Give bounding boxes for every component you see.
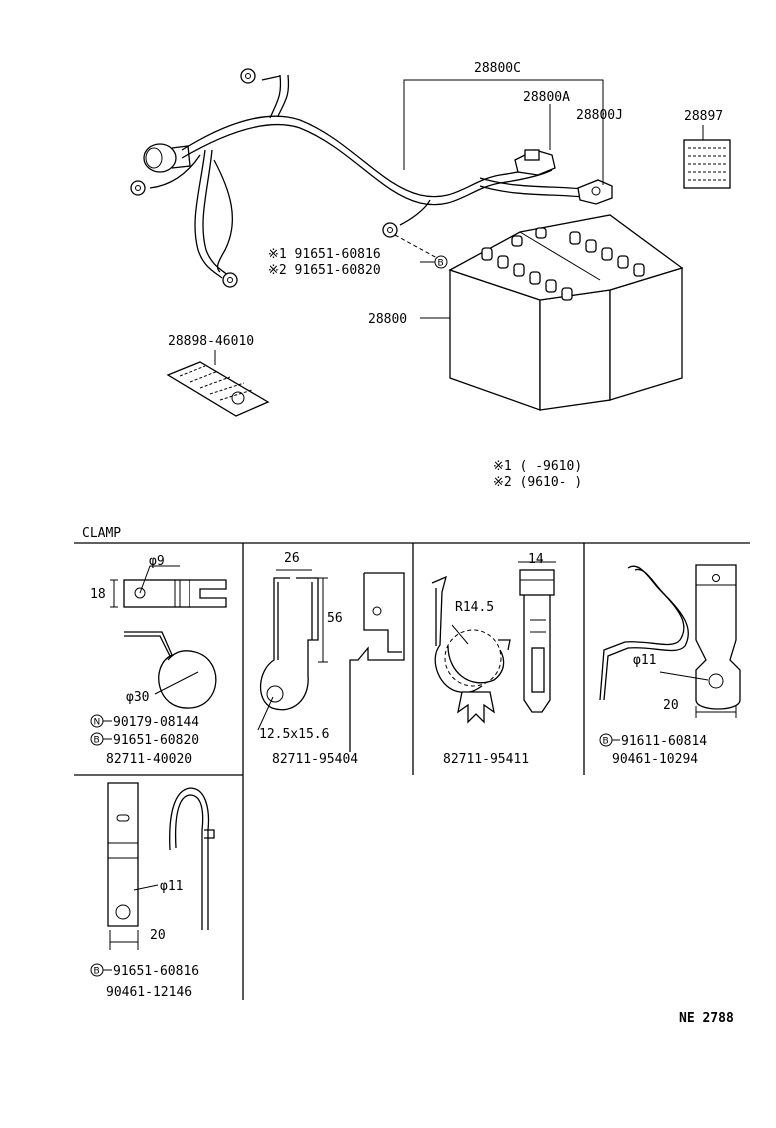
bolt-marker: B bbox=[438, 259, 444, 269]
label-28897-text: 28897 bbox=[684, 109, 723, 124]
clamp-40020-dim-18: 18 bbox=[90, 587, 106, 602]
harness-c-label: 28800C bbox=[474, 61, 521, 76]
clamp-95411-dim-r: R14.5 bbox=[455, 600, 494, 615]
clamp-95404-dim-hole: 12.5x15.6 bbox=[259, 727, 329, 742]
clamp-10294-drawing bbox=[599, 564, 741, 718]
clamp-40020-part-n: 90179-08144 bbox=[113, 715, 199, 730]
clamp-95404-drawing bbox=[257, 569, 405, 752]
clamp-12146-marker-b: B bbox=[94, 967, 100, 977]
harness-a-label: 28800A bbox=[523, 90, 570, 105]
battery-cable-harness bbox=[130, 68, 613, 288]
battery-icon bbox=[448, 214, 684, 411]
clamp-95411-dim-14: 14 bbox=[528, 552, 544, 567]
note-1-text: ※1 ( -9610) bbox=[493, 459, 582, 474]
clamp-40020-dim-phi30: φ30 bbox=[126, 690, 149, 705]
clamp-10294-marker-b: B bbox=[603, 737, 609, 747]
clamp-10294-dim-20: 20 bbox=[663, 698, 679, 713]
battery-label: 28800 bbox=[368, 312, 407, 327]
clamp-40020-marker-b: B bbox=[94, 736, 100, 746]
label-sheet-icon bbox=[166, 350, 270, 417]
harness-j-label: 28800J bbox=[576, 108, 623, 123]
caution-label-icon bbox=[683, 125, 731, 189]
clamp-95411-drawing bbox=[431, 561, 556, 724]
clamp-95404-dim-26: 26 bbox=[284, 551, 300, 566]
clamp-40020-dim-phi9: φ9 bbox=[149, 554, 165, 569]
clamp-40020-part-b: 91651-60820 bbox=[113, 733, 199, 748]
clamp-95411-main: 82711-95411 bbox=[443, 752, 529, 767]
bolt-1-label: ※1 91651-60816 bbox=[268, 247, 381, 262]
clamp-12146-dim-phi11: φ11 bbox=[160, 879, 183, 894]
note-2-text: ※2 (9610- ) bbox=[493, 475, 582, 490]
clamp-10294-part-b: 91611-60814 bbox=[621, 734, 707, 749]
clamp-95404-dim-56: 56 bbox=[327, 611, 343, 626]
drawing-code: NE 2788 bbox=[679, 1011, 734, 1026]
clamp-95404-main: 82711-95404 bbox=[272, 752, 358, 767]
clamp-12146-drawing bbox=[107, 782, 215, 950]
clamp-40020-drawing bbox=[110, 565, 227, 709]
clamp-10294-dim-phi11: φ11 bbox=[633, 653, 656, 668]
bolt-2-label: ※2 91651-60820 bbox=[268, 263, 381, 278]
clamp-40020-main: 82711-40020 bbox=[106, 752, 192, 767]
clamp-grid-lines bbox=[74, 542, 750, 1000]
clamp-section-title: CLAMP bbox=[82, 526, 121, 541]
clamp-10294-main: 90461-10294 bbox=[612, 752, 698, 767]
clamp-12146-main: 90461-12146 bbox=[106, 985, 192, 1000]
clamp-40020-marker-n: N bbox=[94, 718, 101, 728]
clamp-12146-dim-20: 20 bbox=[150, 928, 166, 943]
label-sheet-text: 28898-46010 bbox=[168, 334, 254, 349]
clamp-12146-part-b: 91651-60816 bbox=[113, 964, 199, 979]
